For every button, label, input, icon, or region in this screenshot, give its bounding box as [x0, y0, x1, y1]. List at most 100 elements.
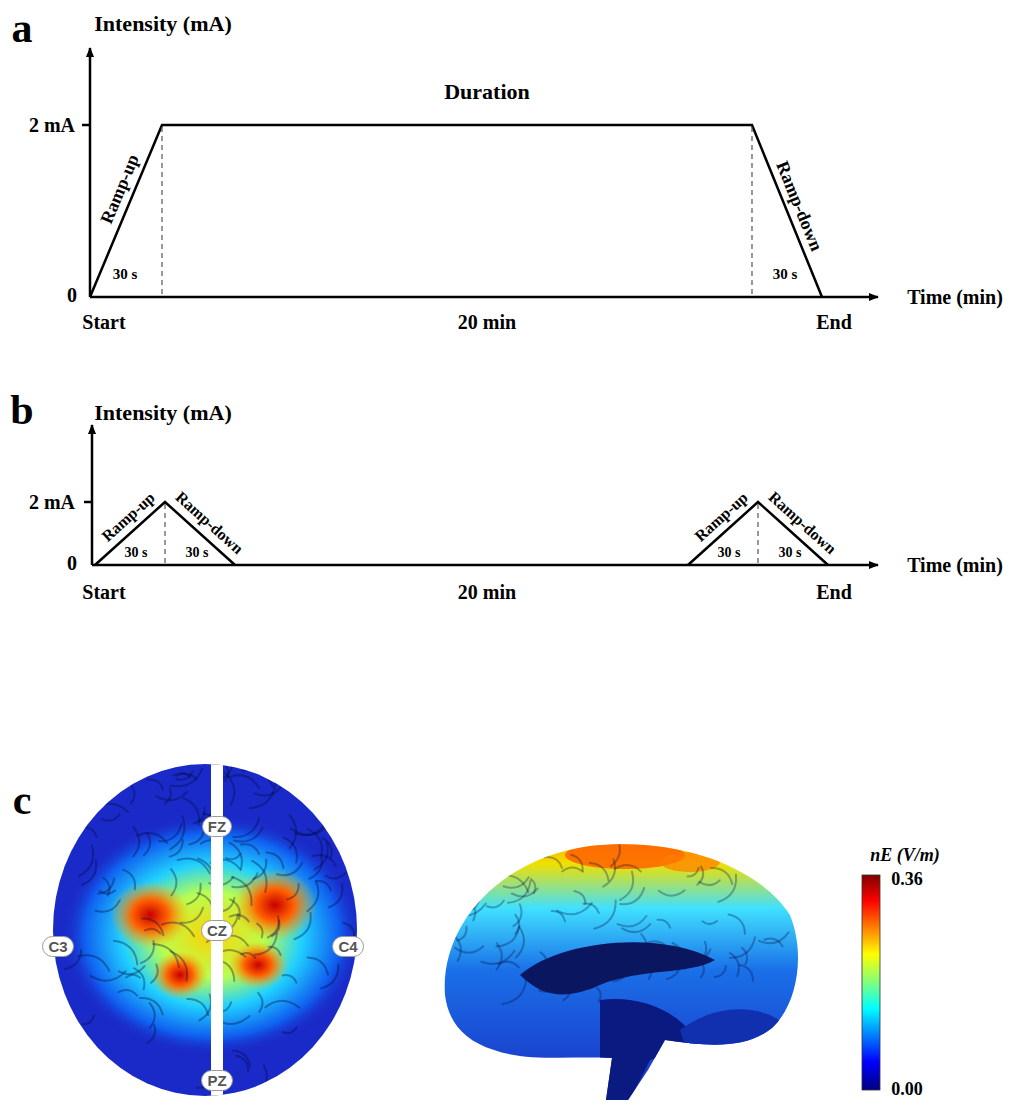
dashed-marker — [161, 127, 162, 297]
gyrus-stroke — [114, 941, 137, 965]
axis-tick-label: 2 mA — [29, 492, 75, 512]
gyrus-stroke — [226, 854, 241, 860]
time-label: 20 min — [458, 582, 516, 602]
gyrus-stroke — [742, 948, 747, 965]
gyrus-stroke — [79, 846, 93, 876]
electrode-label: CZ — [201, 920, 233, 941]
gyrus-stroke — [329, 884, 342, 907]
brain-top-view — [53, 760, 362, 1100]
gyrus-stroke — [611, 839, 620, 866]
waveform — [90, 125, 822, 297]
gyrus-stroke — [325, 873, 345, 878]
gyrus-stroke — [277, 863, 302, 876]
gyrus-stroke — [144, 833, 150, 855]
gyrus-stroke — [242, 770, 273, 787]
axis-title: Intensity (mA) — [94, 402, 232, 424]
duration-label: 30 s — [125, 546, 148, 560]
gyrus-stroke — [294, 913, 310, 940]
duration-label: 30 s — [718, 546, 741, 560]
tick — [84, 501, 92, 504]
gyrus-stroke — [250, 784, 276, 808]
dashed-marker — [164, 504, 165, 565]
gyrus-stroke — [171, 951, 188, 980]
gyrus-stroke — [740, 965, 754, 981]
electrode-label: C3 — [42, 936, 73, 957]
gyrus-stroke — [308, 957, 328, 974]
gyrus-stroke — [513, 904, 521, 926]
gyrus-stroke — [258, 1065, 267, 1093]
panel-letter: a — [12, 7, 33, 49]
gyrus-stroke — [307, 829, 322, 854]
gyrus-stroke — [183, 798, 199, 824]
gyrus-stroke — [583, 903, 599, 913]
gyrus-stroke — [102, 814, 120, 820]
gyrus-stroke — [503, 979, 527, 1004]
gyrus-stroke — [165, 788, 171, 804]
gyrus-stroke — [531, 879, 535, 893]
gyrus-stroke — [562, 867, 583, 871]
x-axis — [92, 564, 878, 567]
phase-label: Ramp-down — [172, 489, 245, 557]
gyrus-stroke — [232, 877, 252, 905]
gyrus-stroke — [729, 914, 746, 934]
gyrus-stroke — [145, 929, 160, 934]
gyrus-stroke — [458, 901, 479, 912]
gyrus-stroke — [499, 875, 528, 892]
axis-tick-label: 0 — [67, 553, 77, 573]
chart-a — [82, 48, 878, 297]
gyrus-stroke — [178, 859, 210, 874]
electrode-label: FZ — [202, 816, 232, 837]
gyrus-stroke — [265, 1001, 299, 1008]
gyrus-stroke — [255, 934, 277, 955]
gyrus-stroke — [688, 868, 699, 877]
gyrus-stroke — [170, 840, 183, 857]
gyrus-stroke — [91, 971, 126, 981]
y-axis — [89, 48, 92, 297]
gyrus-stroke — [257, 924, 262, 938]
gyrus-stroke — [597, 988, 601, 1002]
colorbar-title: nE (V/m) — [870, 846, 940, 864]
gyrus-stroke — [471, 886, 479, 898]
gyrus-stroke — [269, 947, 281, 955]
axis-title: Intensity (mA) — [94, 13, 232, 35]
gyrus-stroke — [159, 824, 182, 841]
gyrus-stroke — [176, 771, 192, 779]
colorbar-tick: 0.00 — [891, 1080, 923, 1098]
gyrus-stroke — [162, 923, 194, 937]
gyrus-stroke — [82, 1016, 94, 1025]
gyrus-stroke — [622, 924, 650, 932]
gyrus-stroke — [290, 815, 297, 848]
time-label: End — [816, 312, 852, 332]
gyrus-stroke — [574, 891, 585, 904]
colorbar-tick: 0.36 — [891, 870, 923, 888]
gyrus-stroke — [711, 868, 732, 884]
gyrus-stroke — [131, 786, 135, 804]
gyrus-stroke — [147, 780, 163, 790]
panel-letter: c — [13, 779, 32, 821]
gyrus-stroke — [702, 921, 717, 924]
dashed-marker — [757, 504, 758, 565]
gyrus-stroke — [487, 901, 504, 908]
duration-label: 30 s — [113, 267, 138, 282]
gyrus-stroke — [100, 891, 116, 894]
gyrus-stroke — [499, 962, 519, 968]
gyrus-stroke — [94, 804, 128, 812]
gyrus-stroke — [307, 881, 318, 911]
gyrus-stroke — [133, 827, 139, 856]
gyrus-stroke — [618, 916, 647, 926]
gyrus-stroke — [453, 935, 461, 961]
duration-label: 30 s — [773, 267, 798, 282]
axis-title: Time (min) — [907, 555, 1003, 575]
time-label: End — [816, 582, 852, 602]
gyrus-stroke — [119, 990, 138, 996]
gyrus-stroke — [198, 893, 213, 914]
gyrus-stroke — [241, 844, 259, 854]
gyrus-stroke — [141, 941, 154, 963]
gyrus-stroke — [508, 881, 530, 903]
gyrus-stroke — [615, 865, 641, 872]
gyrus-stroke — [545, 857, 562, 868]
gyrus-stroke — [283, 975, 297, 983]
gyrus-stroke — [230, 915, 249, 922]
gyrus-stroke — [321, 965, 339, 989]
